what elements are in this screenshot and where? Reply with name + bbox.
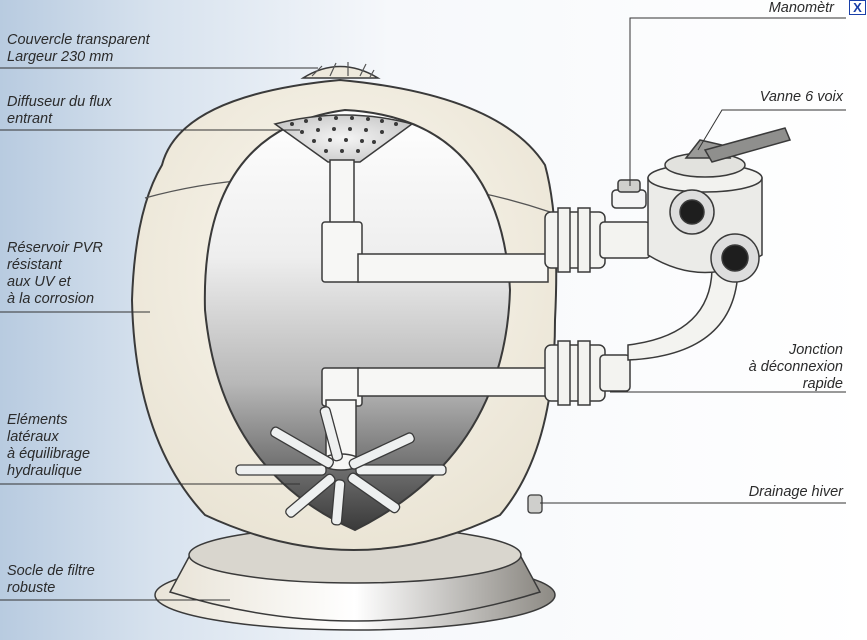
- transparent-lid: [300, 62, 381, 79]
- label-base: Socle de filtre robuste: [7, 563, 95, 596]
- label-laterals: Eléments latéraux à équilibrage hydrauli…: [7, 412, 91, 479]
- label-diffuser: Diffuseur du flux entrant: [7, 94, 112, 127]
- flow-diffuser: [273, 114, 414, 163]
- label-drain: Drainage hiver: [748, 484, 843, 500]
- label-union: Jonction à déconnexion rapide: [748, 342, 843, 392]
- filter-base: [154, 526, 556, 631]
- label-gauge: Manomètr: [768, 0, 834, 16]
- lateral-elements: [235, 406, 447, 526]
- close-button[interactable]: X: [849, 0, 866, 15]
- six-way-valve: [611, 127, 792, 283]
- label-lid: Couvercle transparent Largeur 230 mm: [7, 32, 150, 65]
- label-tank: Réservoir PVR résistant aux UV et à la c…: [7, 240, 103, 307]
- label-valve: Vanne 6 voix: [759, 89, 843, 105]
- winter-drain: [527, 494, 543, 514]
- side-couplings: [544, 207, 739, 406]
- tank-interior: [203, 108, 512, 532]
- leader-lines: [0, 17, 846, 601]
